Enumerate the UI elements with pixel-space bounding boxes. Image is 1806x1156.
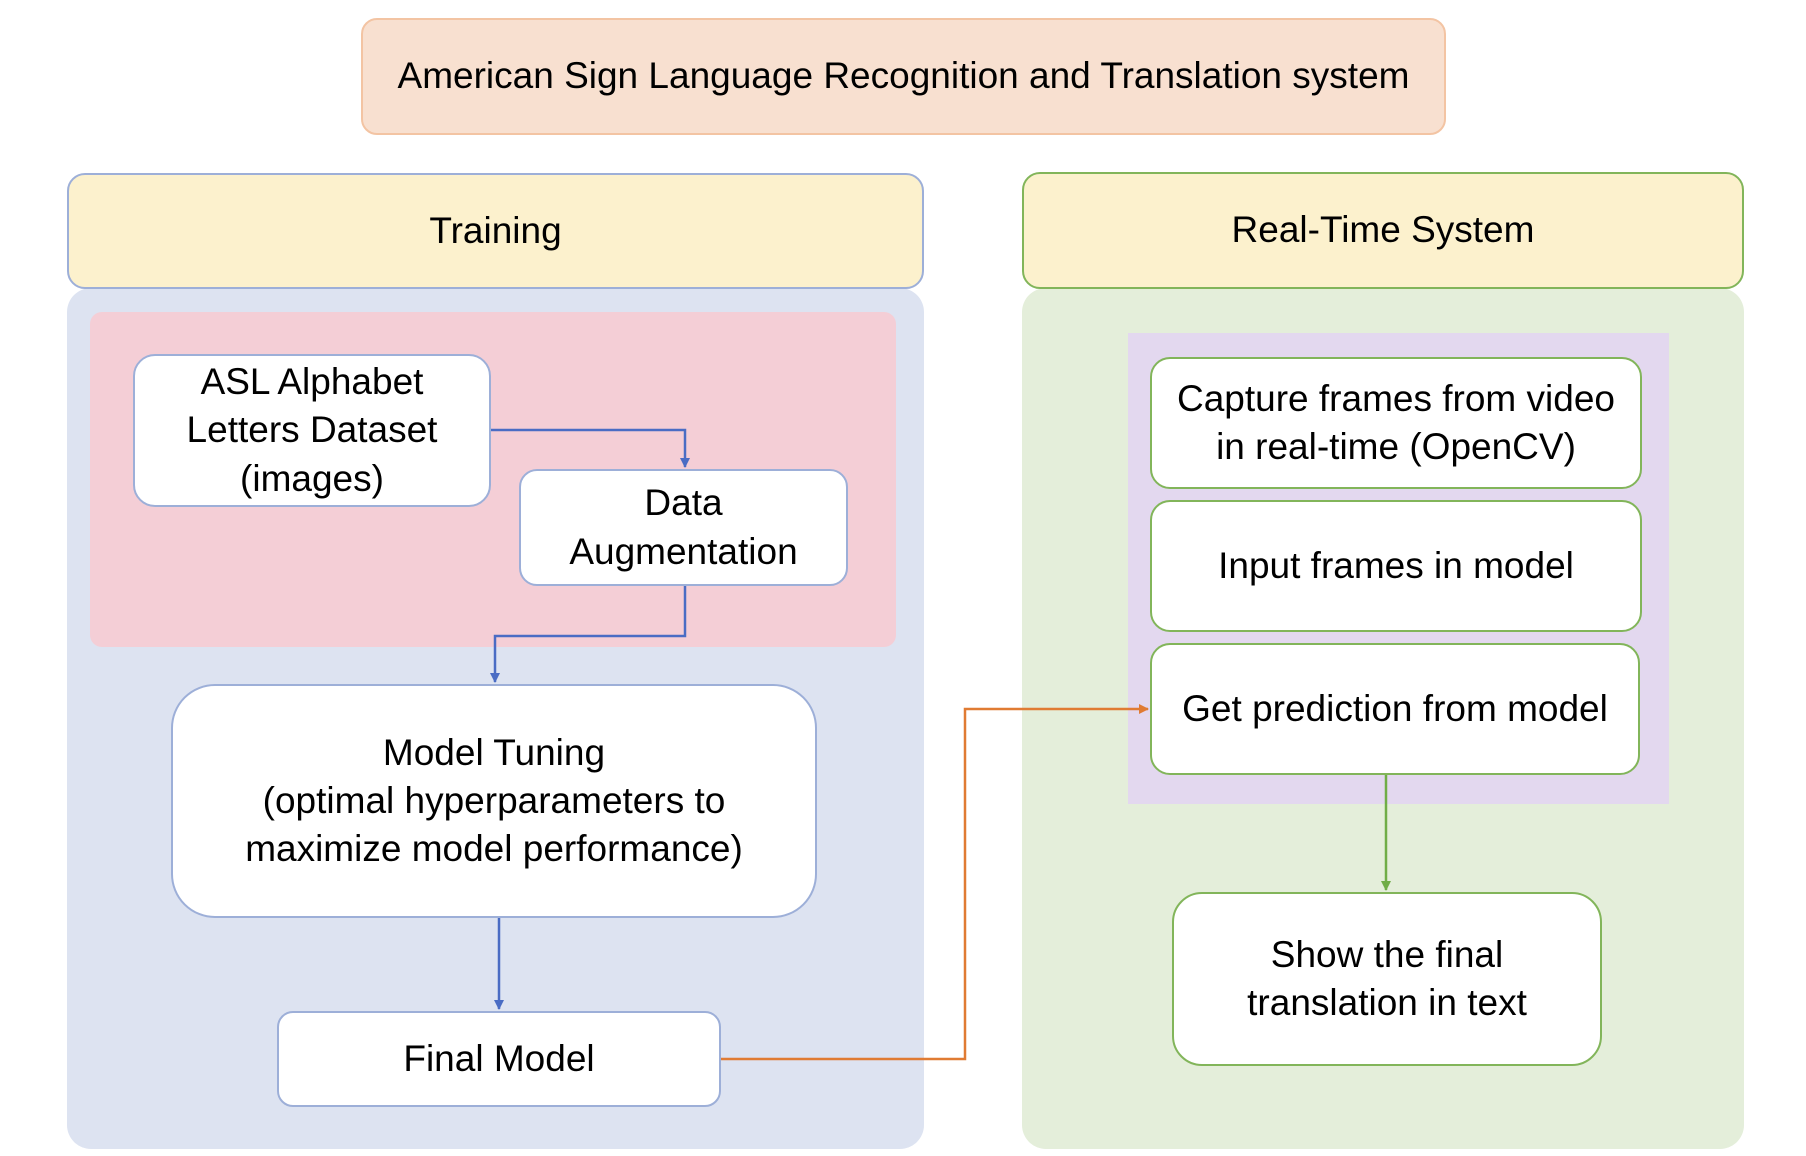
arrow-final-model-to-prediction bbox=[721, 704, 1149, 1061]
training-header: Training bbox=[67, 173, 924, 289]
model-tuning-node: Model Tuning (optimal hyperparameters to… bbox=[171, 684, 817, 918]
diagram-title: American Sign Language Recognition and T… bbox=[361, 18, 1446, 135]
arrow-dataset-to-augmentation bbox=[491, 428, 690, 468]
dataset-node: ASL Alphabet Letters Dataset (images) bbox=[133, 354, 491, 507]
final-model-node: Final Model bbox=[277, 1011, 721, 1107]
get-prediction-node: Get prediction from model bbox=[1150, 643, 1640, 775]
realtime-header: Real-Time System bbox=[1022, 172, 1744, 289]
capture-frames-node: Capture frames from video in real-time (… bbox=[1150, 357, 1642, 489]
show-translation-node: Show the final translation in text bbox=[1172, 892, 1602, 1066]
data-augmentation-node: Data Augmentation bbox=[519, 469, 848, 586]
input-frames-node: Input frames in model bbox=[1150, 500, 1642, 632]
arrow-augmentation-to-tuning bbox=[490, 586, 687, 683]
